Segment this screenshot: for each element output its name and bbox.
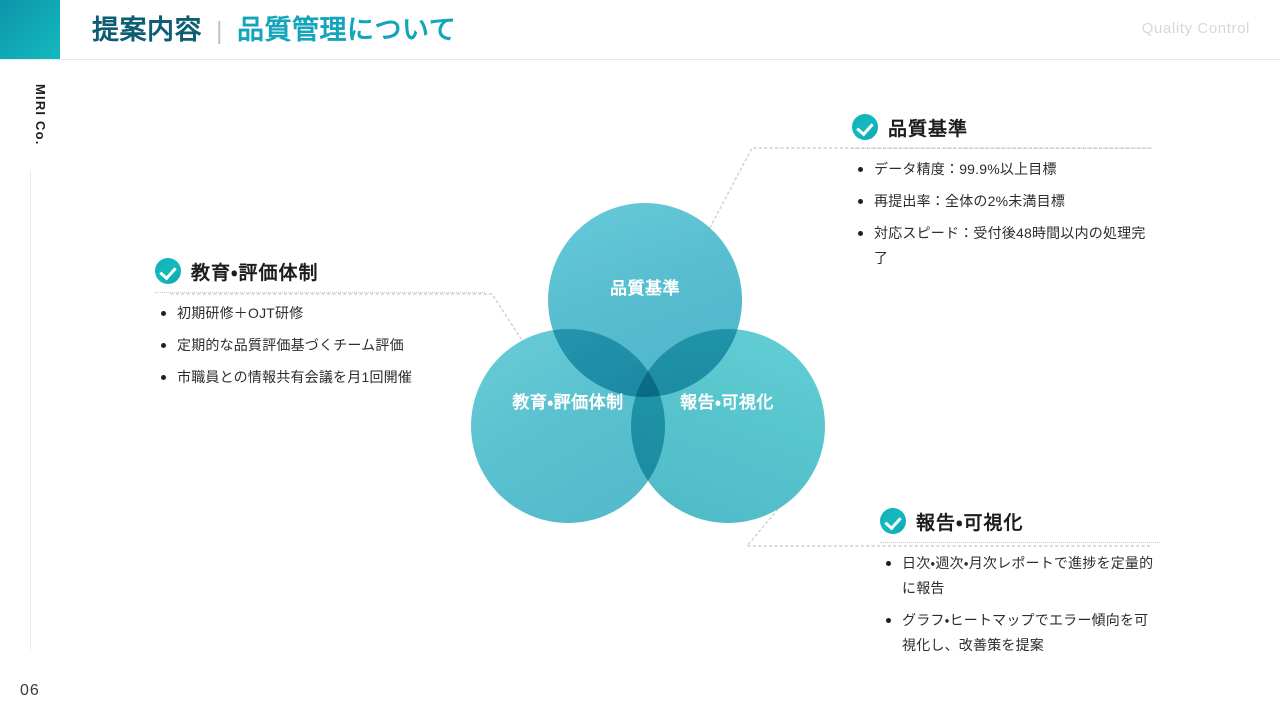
brand-label: MIRI Co. [33, 84, 48, 146]
rail-dotted-divider [30, 172, 32, 650]
list-item: 初期研修＋OJT研修 [155, 301, 500, 326]
check-circle-icon [852, 114, 878, 140]
list-item: 定期的な品質評価基づくチーム評価 [155, 333, 500, 358]
callout-reporting-header: 報告・可視化 [880, 506, 1160, 536]
venn-diagram: 品質基準 教育・評価体制 報告・可視化 [460, 190, 840, 540]
list-item: 再提出率：全体の2%未満目標 [852, 189, 1152, 214]
callout-training-title: 教育・評価体制 [191, 262, 319, 284]
page-title-sub: 品質管理について [237, 15, 457, 45]
check-circle-icon [880, 508, 906, 534]
callout-quality-list: データ精度：99.9%以上目標 再提出率：全体の2%未満目標 対応スピード：受付… [852, 157, 1152, 271]
callout-training-list: 初期研修＋OJT研修 定期的な品質評価基づくチーム評価 市職員との情報共有会議を… [155, 301, 500, 390]
callout-training-divider [155, 292, 485, 293]
list-item: グラフ・ヒートマップでエラー傾向を可視化し、改善策を提案 [880, 608, 1160, 658]
callout-reporting-title: 報告・可視化 [916, 512, 1024, 534]
callout-quality: 品質基準 データ精度：99.9%以上目標 再提出率：全体の2%未満目標 対応スピ… [852, 112, 1152, 278]
page-number: 06 [20, 682, 40, 699]
page-title-separator: | [216, 17, 223, 45]
page-title-main: 提案内容 [92, 15, 202, 45]
callout-training: 教育・評価体制 初期研修＋OJT研修 定期的な品質評価基づくチーム評価 市職員と… [155, 256, 500, 397]
list-item: データ精度：99.9%以上目標 [852, 157, 1152, 182]
venn-circle-reporting [631, 329, 825, 523]
callout-quality-divider [852, 148, 1152, 149]
callout-reporting: 報告・可視化 日次・週次・月次レポートで進捗を定量的に報告 グラフ・ヒートマップ… [880, 506, 1160, 665]
header-accent-bar [0, 0, 60, 59]
callout-quality-title: 品質基準 [888, 118, 969, 140]
slide-header: 提案内容 | 品質管理について Quality Control [0, 0, 1280, 60]
list-item: 対応スピード：受付後48時間以内の処理完了 [852, 221, 1152, 271]
check-circle-icon [155, 258, 181, 284]
callout-reporting-list: 日次・週次・月次レポートで進捗を定量的に報告 グラフ・ヒートマップでエラー傾向を… [880, 551, 1160, 658]
list-item: 市職員との情報共有会議を月1回開催 [155, 365, 500, 390]
callout-reporting-divider [880, 542, 1160, 543]
page-title: 提案内容 | 品質管理について [92, 12, 456, 49]
callout-training-header: 教育・評価体制 [155, 256, 500, 286]
header-eyebrow-label: Quality Control [1141, 20, 1250, 37]
callout-quality-header: 品質基準 [852, 112, 1152, 142]
list-item: 日次・週次・月次レポートで進捗を定量的に報告 [880, 551, 1160, 601]
